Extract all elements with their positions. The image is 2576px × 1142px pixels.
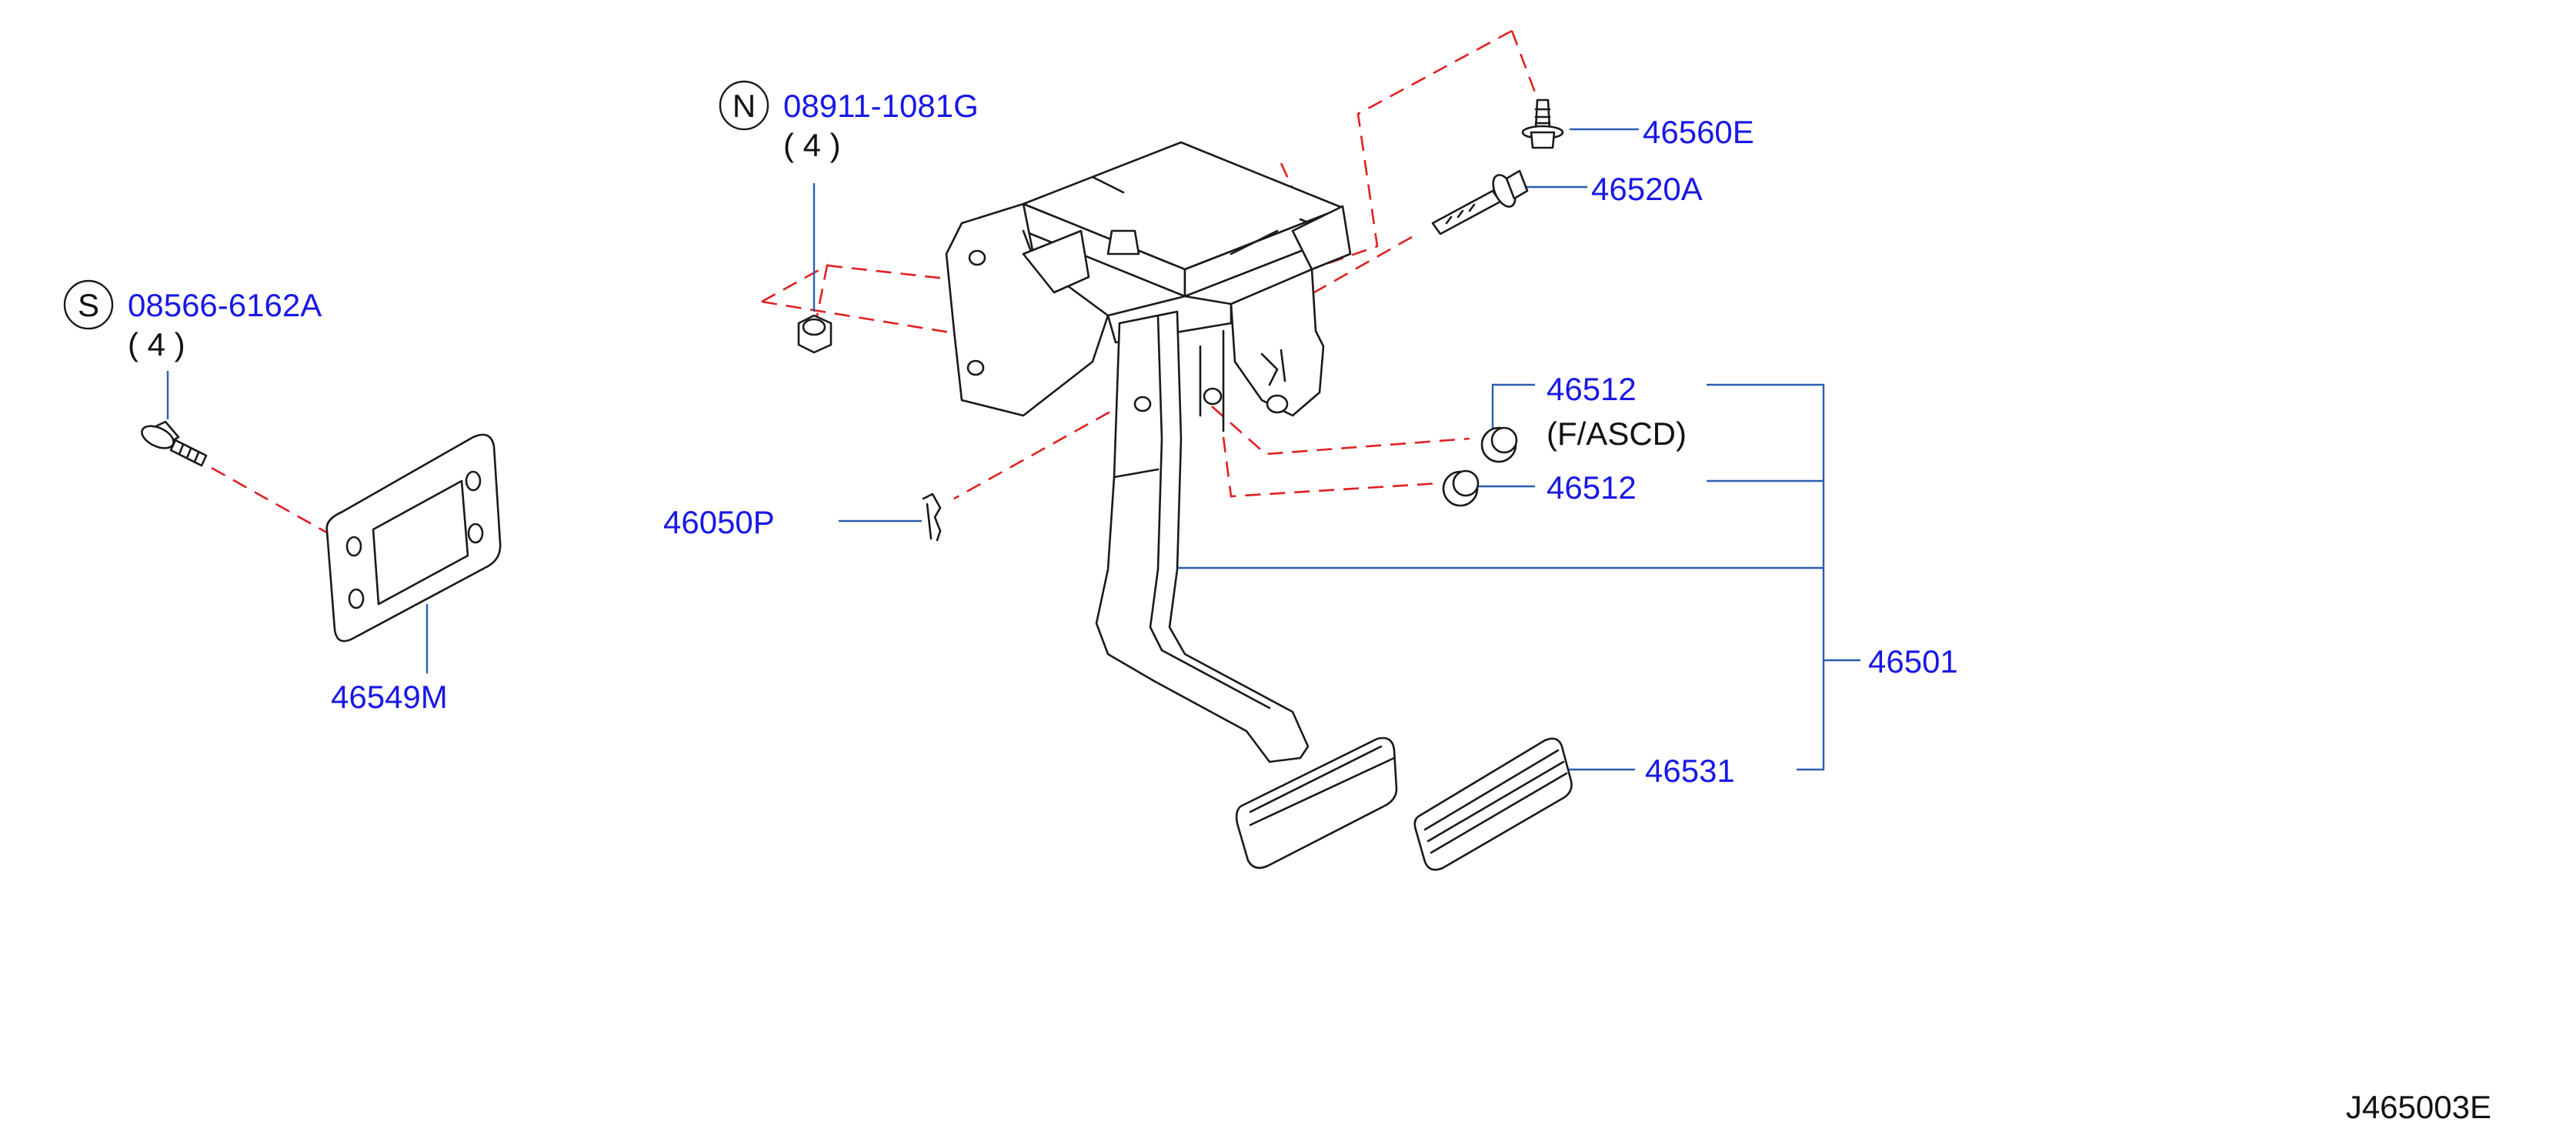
screw-symbol-circle	[63, 279, 114, 330]
part-number-08911-1081G[interactable]: 08911-1081G	[783, 88, 979, 124]
part-number-46050P[interactable]: 46050P	[663, 504, 775, 540]
leader-lines	[166, 128, 1860, 771]
part-number-46520A[interactable]: 46520A	[1591, 171, 1703, 207]
nut-quantity: ( 4 )	[783, 127, 841, 163]
clip-46050P[interactable]	[922, 493, 942, 542]
stopper-46512-ascd[interactable]	[1480, 426, 1518, 463]
brake-pedal-pad[interactable]	[1235, 736, 1398, 870]
part-number-08566-6162A[interactable]: 08566-6162A	[128, 287, 322, 323]
part-number-46560E[interactable]: 46560E	[1643, 114, 1754, 150]
pedal-bracket[interactable]	[945, 141, 1352, 432]
nut-symbol: N	[732, 88, 756, 124]
screw-quantity: ( 4 )	[128, 326, 185, 362]
pedal-arm[interactable]	[1095, 310, 1310, 763]
label-screw: S 08566-6162A ( 4 )	[63, 279, 322, 362]
note-f-ascd: (F/ASCD)	[1547, 416, 1687, 452]
bolt-46520A[interactable]	[1431, 169, 1529, 235]
pedal-pad-46531[interactable]	[1413, 737, 1573, 871]
stopper-46512[interactable]	[1442, 469, 1480, 507]
part-number-46531[interactable]: 46531	[1645, 753, 1735, 789]
nut-08911-1081G[interactable]	[797, 314, 833, 354]
nut-symbol-circle	[719, 80, 769, 131]
screw-08566-6162A[interactable]	[138, 420, 208, 467]
part-number-46501[interactable]: 46501	[1868, 643, 1958, 680]
diagram-id: J465003E	[2346, 1089, 2491, 1125]
part-number-46512-ascd[interactable]: 46512	[1547, 371, 1637, 407]
screw-symbol: S	[78, 287, 99, 323]
bolt-46560E[interactable]	[1521, 99, 1564, 149]
label-nut: N 08911-1081G ( 4 )	[719, 80, 979, 163]
part-number-46549M[interactable]: 46549M	[331, 679, 448, 715]
part-number-46512[interactable]: 46512	[1547, 469, 1637, 506]
plate-46549M[interactable]	[325, 433, 502, 643]
